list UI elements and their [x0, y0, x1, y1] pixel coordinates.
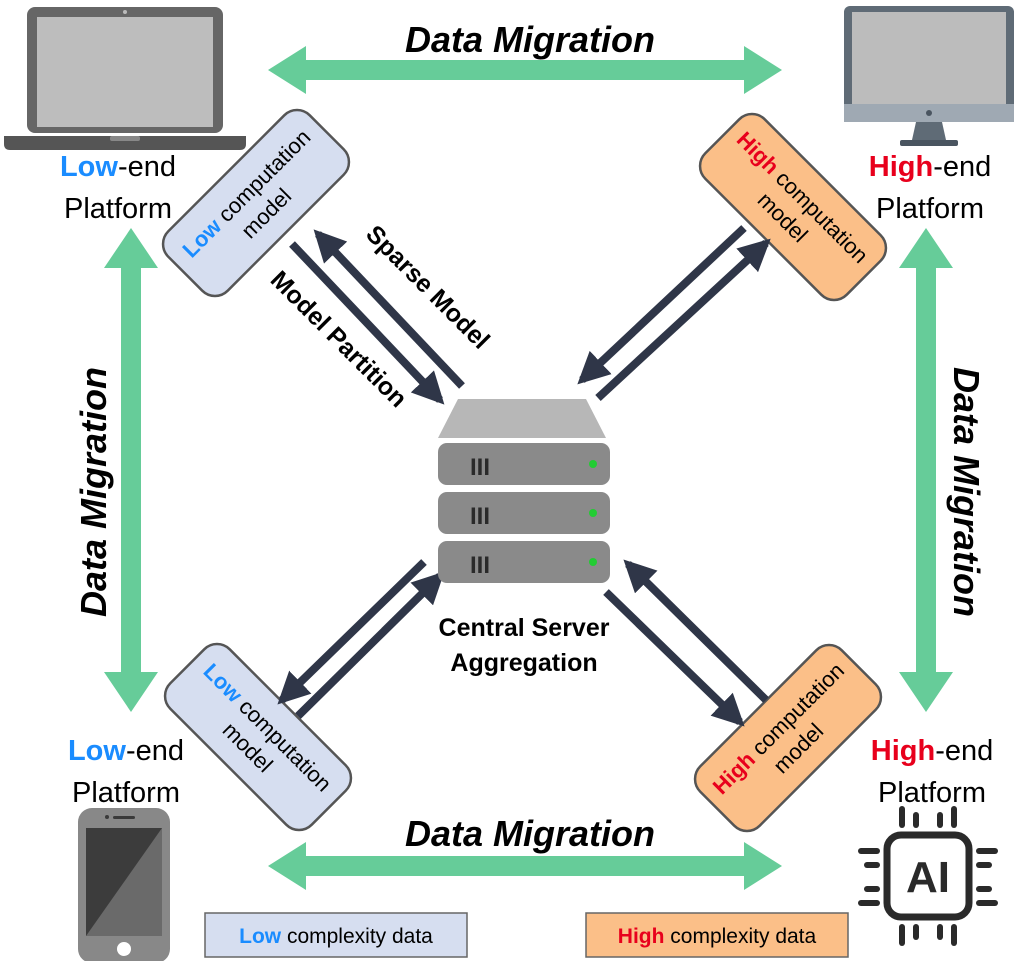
platform-highlight: Low [60, 151, 118, 183]
migration-arrow-bottom [268, 842, 782, 890]
data-migration-label-left: Data Migration [73, 367, 114, 617]
platform-line2-top-right: Platform [876, 193, 984, 225]
platform-line2-bottom-left: Platform [72, 777, 180, 809]
platform-label-top-left: Low-end [60, 151, 176, 183]
platform-highlight: High [871, 735, 935, 767]
platform-suffix: -end [118, 151, 176, 183]
platform-suffix: -end [935, 735, 993, 767]
desktop-monitor-icon [844, 6, 1014, 146]
platform-suffix: -end [126, 735, 184, 767]
ai-chip-icon: AI [858, 806, 998, 946]
svg-text:High complexity data: High complexity data [618, 925, 817, 948]
platform-label-top-right: High-end [869, 151, 991, 183]
platform-line2-bottom-right: Platform [878, 777, 986, 809]
legend-rest: complexity data [281, 925, 433, 948]
laptop-icon [4, 7, 246, 150]
platform-suffix: -end [933, 151, 991, 183]
flow-arrow-server-to-top-left [313, 229, 465, 389]
svg-text:Low complexity data: Low complexity data [239, 925, 433, 948]
platform-highlight: High [869, 151, 933, 183]
flow-arrow-bottom-right-to-server [623, 559, 769, 703]
flow-arrow-top-right-to-server [577, 225, 747, 385]
migration-arrow-top [268, 46, 782, 94]
server-slot-mark: III [470, 454, 490, 481]
server-label-line1: Central Server [439, 614, 610, 642]
data-migration-label-bottom: Data Migration [405, 813, 655, 854]
flow-arrow-server-to-bottom-right [603, 589, 745, 727]
legend-rest: complexity data [664, 925, 816, 948]
migration-arrow-right [899, 228, 953, 712]
platform-highlight: Low [68, 735, 126, 767]
server-label-line2: Aggregation [450, 649, 597, 677]
legend-highlight: High [618, 925, 665, 948]
server-status-light [589, 558, 597, 566]
data-migration-label-top: Data Migration [405, 19, 655, 60]
platform-label-bottom-left: Low-end [68, 735, 184, 767]
legend-highlight: Low [239, 925, 282, 948]
smartphone-icon [78, 808, 170, 961]
flow-arrows [277, 225, 771, 727]
legend-low-complexity: Low complexity data [204, 912, 468, 958]
legend-high-complexity: High complexity data [585, 912, 849, 958]
server-status-light [589, 460, 597, 468]
model-box-top-left: Low computation model [161, 108, 351, 298]
server-rack-icon: III III III [438, 399, 610, 583]
server-slot-mark: III [470, 503, 490, 530]
server-status-light [589, 509, 597, 517]
flow-arrow-bottom-left-to-server [295, 571, 445, 719]
server-slot-mark: III [470, 552, 490, 579]
model-box-bottom-left: Low computation model [163, 642, 353, 832]
model-box-bottom-right: High computation model [693, 643, 883, 833]
platform-line2-top-left: Platform [64, 193, 172, 225]
flow-arrow-top-left-to-server [289, 241, 445, 405]
data-migration-label-right: Data Migration [946, 367, 987, 617]
model-box-top-right: High computation model [698, 112, 888, 302]
flow-arrow-server-to-top-right [595, 238, 771, 401]
ai-chip-text: AI [906, 853, 950, 902]
migration-arrow-left [104, 228, 158, 712]
platform-label-bottom-right: High-end [871, 735, 993, 767]
flow-arrow-server-to-bottom-left [277, 559, 427, 705]
